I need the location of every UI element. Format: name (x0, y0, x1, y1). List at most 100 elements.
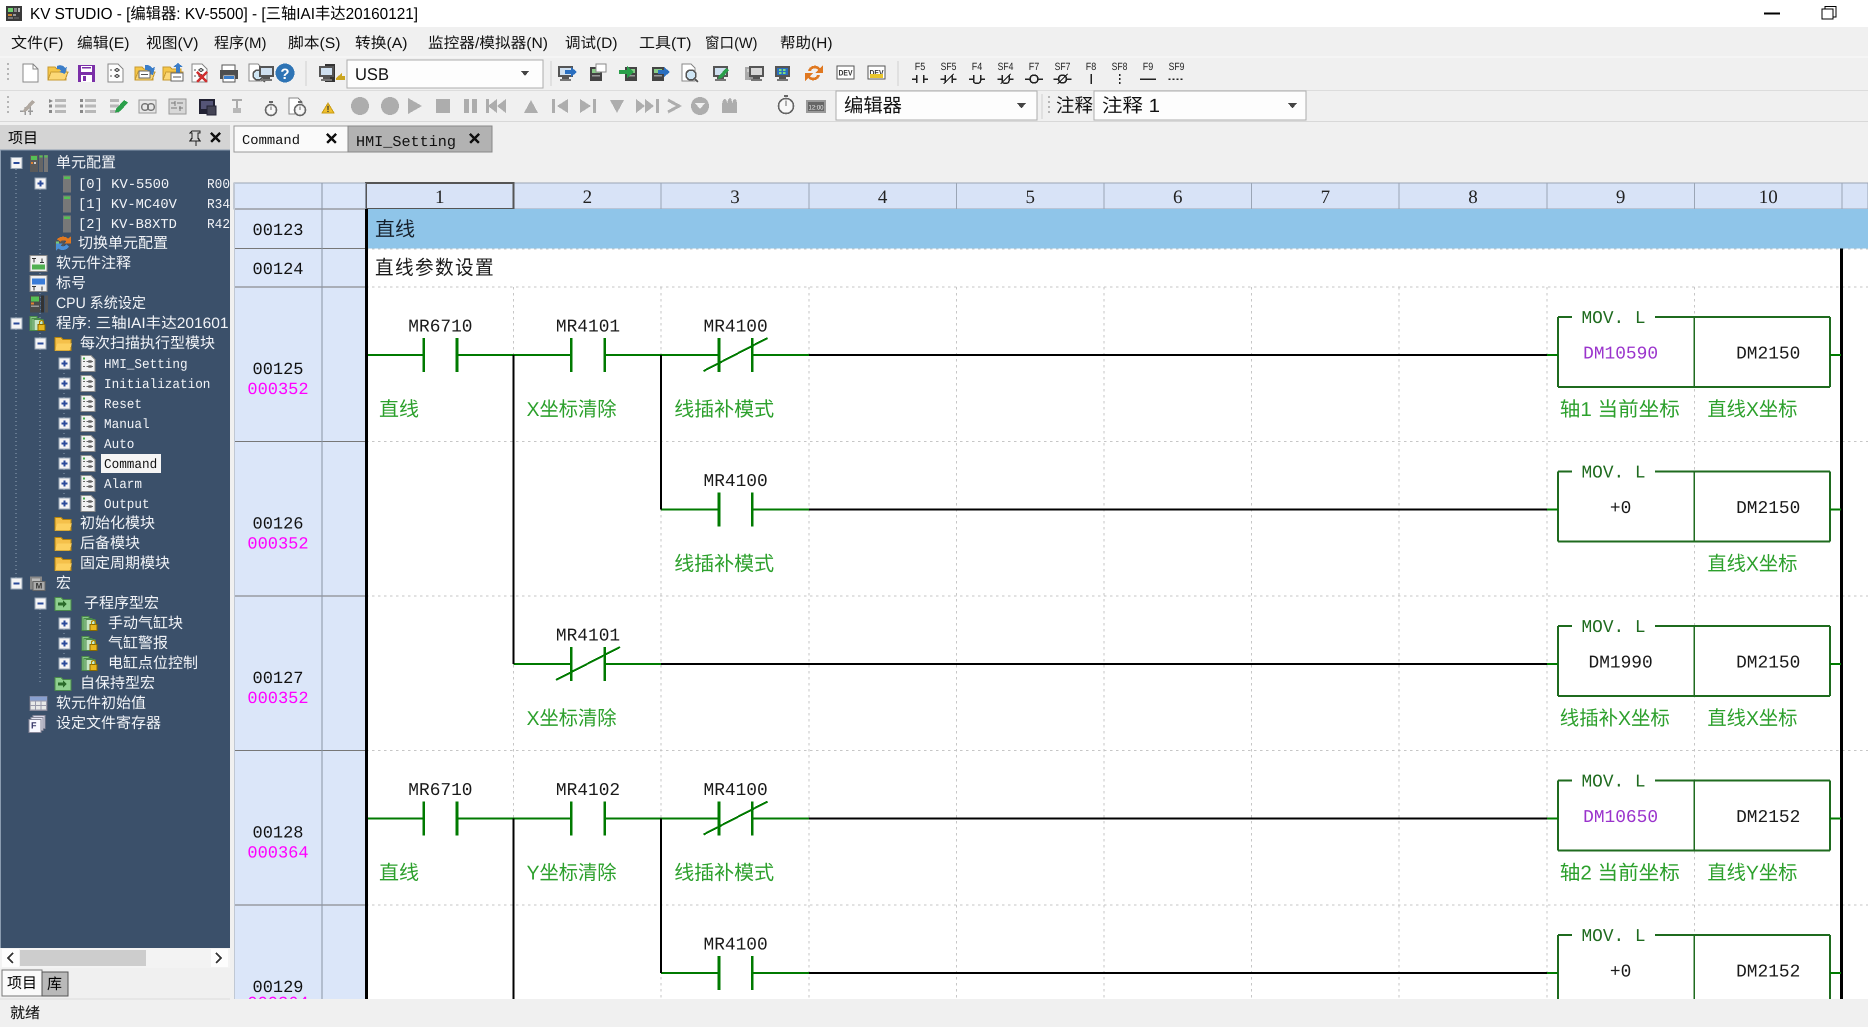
svg-text:1: 1 (435, 187, 445, 208)
svg-text:MOV. L: MOV. L (1582, 618, 1646, 638)
svg-text:000352: 000352 (247, 536, 308, 555)
svg-text:子程序型宏: 子程序型宏 (84, 595, 159, 612)
svg-text:Reset: Reset (104, 398, 142, 413)
svg-text:轴1 当前坐标: 轴1 当前坐标 (1560, 399, 1680, 421)
svg-text:直线Y坐标: 直线Y坐标 (1707, 863, 1797, 885)
svg-text:每次扫描执行型模块: 每次扫描执行型模块 (80, 335, 215, 352)
svg-text:F5: F5 (915, 61, 926, 73)
svg-text:注释 1: 注释 1 (1102, 95, 1160, 117)
svg-text:MR6710: MR6710 (408, 318, 472, 338)
svg-text:脚本(S): 脚本(S) (288, 35, 341, 52)
svg-text:MR4101: MR4101 (556, 318, 620, 338)
svg-text:[1] KV-MC40V: [1] KV-MC40V (78, 198, 178, 213)
svg-text:线插补模式: 线插补模式 (674, 399, 774, 421)
svg-text:00127: 00127 (253, 670, 304, 689)
svg-text:切换单元配置: 切换单元配置 (78, 235, 168, 252)
svg-text:手动气缸块: 手动气缸块 (108, 615, 183, 632)
svg-text:Command: Command (242, 134, 300, 149)
svg-text:X坐标清除: X坐标清除 (527, 399, 617, 421)
svg-text:就绪: 就绪 (10, 1005, 40, 1022)
svg-text:就绪: 就绪 (10, 1005, 40, 1022)
svg-text:000352: 000352 (247, 381, 308, 400)
svg-text:00124: 00124 (253, 261, 304, 280)
svg-text:直线参数设置: 直线参数设置 (375, 258, 495, 280)
svg-text:程序(M): 程序(M) (214, 35, 267, 52)
svg-text:固定周期模块: 固定周期模块 (80, 555, 170, 572)
svg-text:线插补X坐标: 线插补X坐标 (1560, 708, 1670, 730)
svg-text:直线: 直线 (375, 219, 415, 241)
svg-text:DM2150: DM2150 (1736, 654, 1800, 674)
svg-text:监控器/模拟器(N): 监控器/模拟器(N) (428, 35, 548, 52)
svg-text:设定文件寄存器: 设定文件寄存器 (56, 715, 161, 732)
svg-text:00128: 00128 (253, 825, 304, 844)
svg-text:12:00: 12:00 (809, 105, 824, 112)
svg-text:6: 6 (1173, 187, 1183, 208)
svg-text:转换(A): 转换(A) (355, 35, 408, 52)
svg-text:Command: Command (104, 458, 157, 473)
svg-text:工具(T): 工具(T) (639, 35, 692, 52)
svg-text:项目: 项目 (8, 130, 38, 147)
svg-text:X坐标清除: X坐标清除 (527, 708, 617, 730)
svg-text:注释: 注释 (1056, 95, 1093, 117)
svg-text:直线X坐标: 直线X坐标 (1707, 554, 1797, 576)
svg-text:Alarm: Alarm (104, 478, 142, 493)
svg-text:8: 8 (1468, 187, 1478, 208)
svg-text:MR4101: MR4101 (556, 627, 620, 647)
svg-text:R34: R34 (207, 198, 230, 213)
svg-text:初始化模块: 初始化模块 (80, 515, 155, 532)
svg-text:MR6710: MR6710 (408, 781, 472, 801)
svg-text:SF7: SF7 (1055, 61, 1071, 73)
svg-text:编辑(E): 编辑(E) (77, 35, 130, 52)
svg-text:00123: 00123 (253, 222, 304, 241)
svg-text:自保持型宏: 自保持型宏 (80, 675, 155, 692)
svg-text:F8: F8 (1086, 61, 1097, 73)
svg-text:程序: 三轴IAI丰达201601: 程序: 三轴IAI丰达201601 (56, 315, 229, 332)
svg-text:后备模块: 后备模块 (80, 535, 140, 552)
svg-text:[2] KV-B8XTD: [2] KV-B8XTD (78, 218, 177, 233)
svg-text:F7: F7 (1029, 61, 1040, 73)
svg-text:直线: 直线 (379, 863, 419, 885)
svg-text:!: ! (327, 104, 330, 114)
svg-text:USB: USB (355, 65, 389, 84)
svg-text:+0: +0 (1610, 963, 1631, 983)
svg-text:CPU 系统设定: CPU 系统设定 (56, 295, 146, 312)
svg-text:线插补模式: 线插补模式 (674, 554, 774, 576)
svg-text:MOV. L: MOV. L (1582, 927, 1646, 947)
svg-text:[0] KV-5500: [0] KV-5500 (78, 178, 169, 193)
svg-text:编辑器: 编辑器 (844, 95, 902, 117)
svg-text:电缸点位控制: 电缸点位控制 (108, 655, 198, 672)
svg-text:SF8: SF8 (1112, 61, 1128, 73)
svg-text:MOV. L: MOV. L (1582, 773, 1646, 793)
svg-text:7: 7 (1321, 187, 1331, 208)
svg-text:标号: 标号 (56, 275, 86, 292)
svg-text:单元配置: 单元配置 (56, 155, 116, 172)
svg-text:Y坐标清除: Y坐标清除 (527, 863, 617, 885)
svg-text:调试(D): 调试(D) (565, 35, 618, 52)
svg-text:轴2 当前坐标: 轴2 当前坐标 (1560, 863, 1680, 885)
svg-text:9: 9 (1616, 187, 1626, 208)
svg-text:Auto: Auto (104, 438, 134, 453)
svg-text:线插补模式: 线插补模式 (674, 863, 774, 885)
svg-text:5: 5 (1025, 187, 1035, 208)
svg-text:项目: 项目 (7, 975, 37, 992)
svg-text:帮助(H): 帮助(H) (780, 35, 833, 52)
svg-text:3: 3 (730, 187, 740, 208)
svg-text:窗口(W): 窗口(W) (705, 35, 758, 52)
svg-text:M: M (36, 582, 43, 591)
svg-text:DM1990: DM1990 (1589, 654, 1653, 674)
svg-text:直线X坐标: 直线X坐标 (1707, 708, 1797, 730)
svg-text:MOV. L: MOV. L (1582, 309, 1646, 329)
svg-text:F4: F4 (972, 61, 983, 73)
svg-text:Initialization: Initialization (104, 378, 210, 393)
svg-text:00126: 00126 (253, 516, 304, 535)
svg-text:宏: 宏 (56, 575, 71, 592)
svg-text:软元件初始值: 软元件初始值 (56, 695, 146, 712)
svg-text:HMI_Setting: HMI_Setting (356, 134, 456, 151)
svg-text:DM2150: DM2150 (1736, 499, 1800, 519)
svg-text:MR4100: MR4100 (704, 472, 768, 492)
svg-text:4: 4 (878, 187, 888, 208)
svg-text:直线X坐标: 直线X坐标 (1707, 399, 1797, 421)
svg-text:软元件注释: 软元件注释 (56, 255, 131, 272)
svg-text:F9: F9 (1143, 61, 1154, 73)
svg-text:KV STUDIO - [编辑器: KV-5500] - [: KV STUDIO - [编辑器: KV-5500] - [三轴IAI丰达201… (30, 5, 418, 23)
